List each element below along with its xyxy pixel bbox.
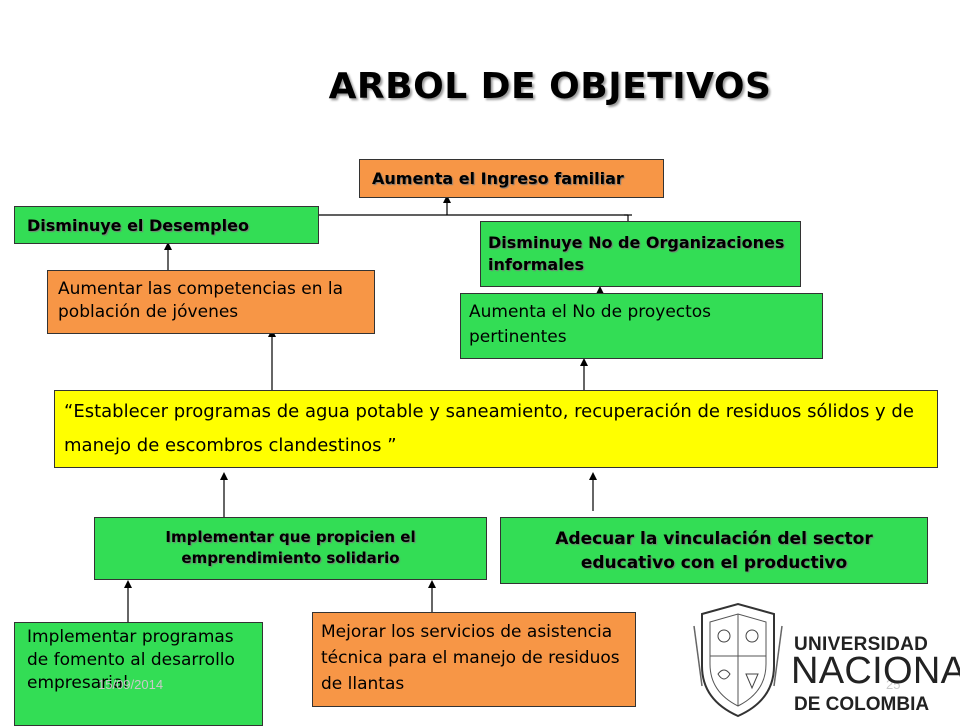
slide-number: 25 [886, 677, 901, 692]
box-label: Adecuar la vinculación del sector educat… [555, 529, 873, 573]
box-ingreso-familiar: Aumenta el Ingreso familiar [359, 159, 664, 198]
box-label: Implementar que propicien el emprendimie… [165, 528, 416, 567]
box-label: Implementar programas de fomento al desa… [27, 627, 235, 693]
logo-line-3: DE COLOMBIA [794, 694, 930, 715]
box-label: Disminuye el Desempleo [27, 216, 249, 235]
box-label: Aumenta el Ingreso familiar [372, 169, 624, 188]
page-title: ARBOL DE OBJETIVOS [328, 66, 772, 107]
box-label: Aumentar las competencias en la població… [58, 279, 344, 322]
logo-line-1: UNIVERSIDAD [794, 634, 929, 655]
box-sector-educativo: Adecuar la vinculación del sector educat… [500, 517, 928, 584]
box-competencias: Aumentar las competencias en la població… [47, 270, 375, 334]
box-label: Mejorar los servicios de asistencia técn… [321, 622, 620, 694]
box-label: “Establecer programas de agua potable y … [64, 401, 914, 456]
coat-of-arms-icon [693, 602, 783, 718]
box-label: Disminuye No de Organizaciones informale… [488, 233, 785, 274]
slide-date: 15/09/2014 [98, 677, 164, 692]
university-logo: UNIVERSIDAD NACIONAL DE COLOMBIA [688, 596, 960, 720]
box-fomento: Implementar programas de fomento al desa… [14, 622, 263, 726]
box-asistencia: Mejorar los servicios de asistencia técn… [312, 612, 636, 707]
box-organizaciones: Disminuye No de Organizaciones informale… [480, 221, 801, 287]
box-emprendimiento: Implementar que propicien el emprendimie… [94, 517, 487, 580]
box-objetivo-central: “Establecer programas de agua potable y … [54, 390, 938, 468]
box-desempleo: Disminuye el Desempleo [14, 206, 319, 244]
box-proyectos: Aumenta el No de proyectos pertinentes [460, 293, 823, 359]
logo-line-2: NACIONAL [791, 650, 960, 692]
box-label: Aumenta el No de proyectos pertinentes [469, 302, 712, 347]
